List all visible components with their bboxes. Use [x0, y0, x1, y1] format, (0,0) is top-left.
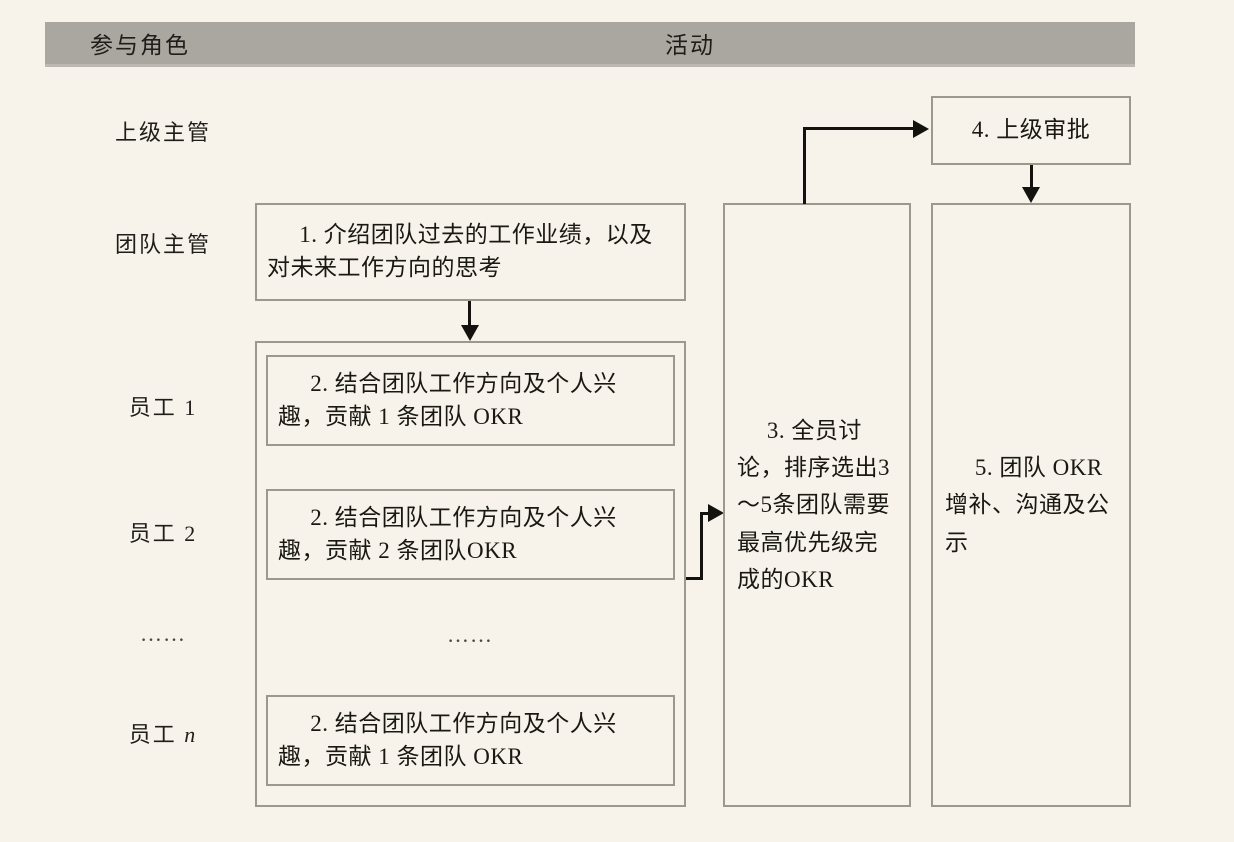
role-label-employee-n-prefix: 员工	[128, 722, 185, 747]
arrow-employees-to-step3-head	[708, 504, 724, 522]
step-3-text: 3. 全员讨论，排序选出3～5条团队需要最高优先级完成的OKR	[737, 417, 890, 592]
step-4-text: 4. 上级审批	[971, 117, 1091, 143]
step-2-employee-1-box: 2. 结合团队工作方向及个人兴趣，贡献 1 条团队 OKR	[266, 355, 675, 446]
role-label-employee-n-index: n	[184, 722, 198, 747]
connector-step3-to-step4-h	[803, 127, 915, 130]
role-label-ellipsis: ……	[140, 621, 186, 646]
step-2-ellipsis: ……	[447, 622, 493, 647]
connector-step1-to-employees	[468, 301, 471, 327]
step-1-box: 1. 介绍团队过去的工作业绩，以及对未来工作方向的思考	[255, 203, 686, 301]
step-2-employee-n-box: 2. 结合团队工作方向及个人兴趣，贡献 1 条团队 OKR	[266, 695, 675, 786]
step-3-box: 3. 全员讨论，排序选出3～5条团队需要最高优先级完成的OKR	[723, 203, 911, 807]
step-1-text: 1. 介绍团队过去的工作业绩，以及对未来工作方向的思考	[267, 222, 653, 280]
role-label-employee-n: 员工 n	[129, 717, 198, 749]
role-label-employee-2: 员工 2	[128, 521, 198, 546]
step-4-box: 4. 上级审批	[931, 96, 1131, 165]
role-label-team-manager: 团队主管	[114, 232, 212, 257]
step-5-text: 5. 团队 OKR 增补、沟通及公示	[945, 455, 1110, 555]
connector-employees-to-step3-h1	[686, 577, 703, 580]
connector-employees-to-step3-v	[700, 512, 703, 580]
step-5-box: 5. 团队 OKR 增补、沟通及公示	[931, 203, 1131, 807]
step-2-employee-2-box: 2. 结合团队工作方向及个人兴趣，贡献 2 条团队OKR	[266, 489, 675, 580]
header-participating-roles: 参与角色	[90, 33, 190, 58]
connector-step3-to-step4-v	[803, 127, 806, 204]
role-label-senior-manager: 上级主管	[114, 120, 212, 145]
role-label-employee-1: 员工 1	[128, 395, 198, 420]
column-header-bar: 参与角色 活动	[45, 22, 1135, 67]
arrow-step3-to-step4-head	[913, 120, 929, 138]
employee-contributions-group: 2. 结合团队工作方向及个人兴趣，贡献 1 条团队 OKR 2. 结合团队工作方…	[255, 341, 686, 807]
step-2-employee-1-text: 2. 结合团队工作方向及个人兴趣，贡献 1 条团队 OKR	[278, 370, 617, 429]
arrow-step4-to-step5-head	[1022, 187, 1040, 203]
connector-step4-to-step5	[1030, 165, 1033, 188]
header-activity: 活动	[665, 33, 715, 58]
arrow-step1-to-employees-head	[461, 325, 479, 341]
connector-employees-to-step3-h2	[700, 512, 713, 515]
step-2-employee-n-text: 2. 结合团队工作方向及个人兴趣，贡献 1 条团队 OKR	[278, 710, 617, 769]
step-2-employee-2-text: 2. 结合团队工作方向及个人兴趣，贡献 2 条团队OKR	[278, 504, 617, 563]
